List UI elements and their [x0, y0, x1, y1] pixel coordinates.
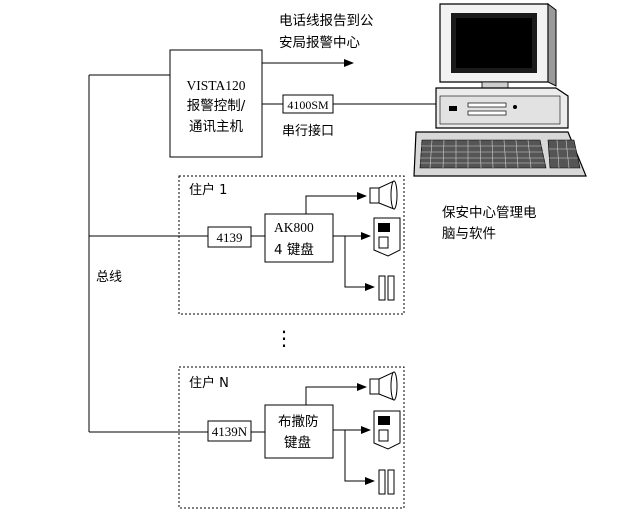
household-1-title: 住户 1 — [189, 182, 227, 198]
management-pc-caption-line-1: 保安中心管理电 — [442, 205, 537, 221]
alarm-center-label-line-1: 电话线报告到公 — [279, 13, 374, 29]
bus-label: 总线 — [96, 270, 122, 285]
household-n-siren-line — [305, 383, 367, 405]
household-n-keypad-line-1: 布撒防 — [278, 414, 319, 430]
door-contact-icon — [378, 469, 395, 495]
siren-icon — [369, 371, 398, 401]
control-panel-line-2: 报警控制/ — [187, 98, 246, 114]
household-n-door-contact-line — [344, 430, 375, 485]
household-1-frame — [178, 175, 405, 315]
control-panel-box — [169, 49, 263, 158]
serial-module-label: 4100SM — [287, 98, 329, 112]
pir-detector-icon — [373, 217, 401, 257]
household-1-door-contact-line — [344, 236, 375, 291]
bus-line — [88, 74, 208, 433]
alarm-center-label-line-2: 安局报警中心 — [279, 35, 360, 51]
desktop-computer-icon — [413, 3, 587, 177]
household-n-address-module-label: 4139N — [212, 424, 248, 439]
household-n-frame — [178, 366, 405, 509]
household-1-address-module-label: 4139 — [217, 230, 243, 245]
control-panel-line-3: 通讯主机 — [189, 119, 243, 135]
households-ellipsis: ⋮ — [274, 326, 294, 350]
pir-detector-icon — [373, 410, 401, 450]
household-1-keypad-line-1: AK800 — [274, 220, 314, 235]
household-n-keypad-line-2: 键盘 — [284, 434, 311, 451]
control-panel-line-1: VISTA120 — [187, 78, 246, 93]
household-1-keypad — [264, 213, 334, 263]
serial-module-caption: 串行接口 — [282, 123, 334, 139]
household-n: 住户 N 4139N 布撒防 键盘 — [178, 366, 405, 509]
household-1: 住户 1 4139 AK800 4 键盘 — [178, 175, 405, 315]
siren-icon — [369, 180, 398, 210]
household-1-address-module — [207, 226, 252, 248]
household-1-keypad-line-2: 4 键盘 — [274, 241, 314, 258]
household-1-siren-line — [305, 192, 367, 214]
door-contact-icon — [378, 275, 395, 301]
management-pc-caption-line-2: 脑与软件 — [442, 226, 496, 242]
household-n-keypad — [264, 404, 334, 459]
household-n-address-module — [207, 420, 252, 442]
household-n-title: 住户 N — [189, 375, 229, 391]
